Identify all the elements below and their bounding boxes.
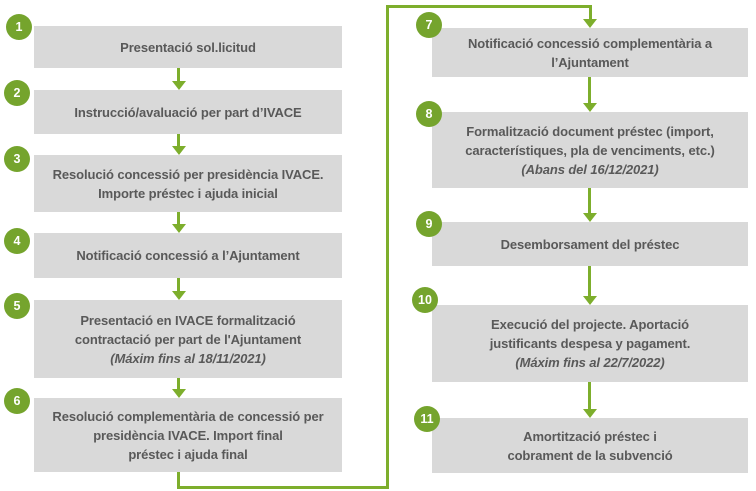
step-3-box: Resolució concessió per presidència IVAC… (34, 155, 342, 212)
down-arrow-7-8-shaft (588, 77, 591, 103)
down-arrow-7-8-icon (583, 103, 597, 112)
step-4-text: Notificació concessió a l’Ajuntament (76, 248, 300, 263)
step-9-text: Desemborsament del préstec (500, 236, 680, 252)
step-10-note: (Máxim fins al 22/7/2022) (515, 355, 665, 370)
step-8-number-badge: 8 (416, 101, 442, 127)
step-3-number-badge: 3 (4, 146, 30, 172)
connector-6-7-arrowhead-icon (583, 19, 597, 28)
step-11-number: 11 (420, 412, 434, 426)
connector-6-7-bottom-segment (177, 486, 389, 489)
step-7-text: Notificació concessió complementària a l… (467, 35, 712, 70)
down-arrow-2-3-icon (172, 146, 186, 155)
step-9-number: 9 (425, 217, 433, 231)
down-arrow-5-6-icon (172, 389, 186, 398)
step-7-number-badge: 7 (416, 12, 442, 38)
step-2-text: Instrucció/avaluació per part d’IVACE (74, 104, 302, 120)
down-arrow-4-5-shaft (177, 278, 180, 291)
down-arrow-3-4-shaft (177, 212, 180, 224)
step-11-box: Amortització préstec i cobrament de la s… (432, 418, 748, 473)
down-arrow-5-6-shaft (177, 378, 180, 389)
connector-6-7-up-segment (386, 5, 389, 489)
step-10-text: Execució del projecte. Aportació justifi… (489, 317, 691, 351)
connector-6-7-entry-segment (589, 5, 592, 19)
step-8-note: (Abans del 16/12/2021) (521, 161, 659, 177)
step-7-number: 7 (425, 18, 433, 32)
step-7-box: Notificació concessió complementària a l… (432, 28, 748, 77)
step-6-box: Resolució complementària de concessió pe… (34, 398, 342, 472)
step-5-text: Presentació en IVACE formalització contr… (74, 312, 302, 347)
step-11-text: Amortització préstec i cobrament de la s… (507, 428, 673, 463)
down-arrow-9-10-icon (583, 296, 597, 305)
step-6-number-badge: 6 (4, 388, 30, 414)
step-11-number-badge: 11 (414, 406, 440, 432)
step-5-box: Presentació en IVACE formalització contr… (34, 300, 342, 378)
step-3-number: 3 (13, 152, 21, 166)
down-arrow-1-2-shaft (177, 68, 180, 81)
step-5-note: (Máxim fins al 18/11/2021) (110, 350, 266, 366)
down-arrow-2-3-shaft (177, 134, 180, 146)
step-1-text: Presentació sol.licitud (120, 39, 256, 55)
step-1-number: 1 (15, 20, 23, 34)
down-arrow-4-5-icon (172, 291, 186, 300)
down-arrow-9-10-shaft (588, 266, 591, 296)
down-arrow-10-11-shaft (588, 382, 591, 409)
step-1-number-badge: 1 (6, 14, 32, 40)
step-9-number-badge: 9 (416, 211, 442, 237)
down-arrow-1-2-icon (172, 81, 186, 90)
step-9-box: Desemborsament del préstec (432, 222, 748, 266)
step-4-number-badge: 4 (4, 228, 30, 254)
step-4-number: 4 (13, 234, 21, 248)
step-2-box: Instrucció/avaluació per part d’IVACE (34, 90, 342, 134)
step-3-text: Resolució concessió per presidència IVAC… (52, 166, 324, 201)
step-8-number: 8 (425, 107, 433, 121)
step-4-box: Notificació concessió a l’Ajuntament (34, 233, 342, 278)
step-10-number-badge: 10 (412, 287, 438, 313)
down-arrow-8-9-shaft (588, 188, 591, 213)
down-arrow-3-4-icon (172, 224, 186, 233)
step-6-text: Resolució complementària de concessió pe… (52, 408, 324, 462)
step-2-number-badge: 2 (4, 80, 30, 106)
step-10-number: 10 (418, 293, 432, 307)
step-8-box: Formalització document préstec (import, … (432, 112, 748, 188)
down-arrow-8-9-icon (583, 213, 597, 222)
step-1-box: Presentació sol.licitud (34, 26, 342, 68)
step-6-number: 6 (13, 394, 21, 408)
connector-6-7-top-segment (386, 5, 592, 8)
step-5-number: 5 (13, 299, 21, 313)
step-2-number: 2 (13, 86, 21, 100)
step-10-box: Execució del projecte. Aportació justifi… (432, 305, 748, 382)
step-5-number-badge: 5 (4, 293, 30, 319)
connector-6-7-exit-segment (177, 472, 180, 489)
down-arrow-10-11-icon (583, 409, 597, 418)
step-8-text: Formalització document préstec (import, … (465, 123, 715, 158)
